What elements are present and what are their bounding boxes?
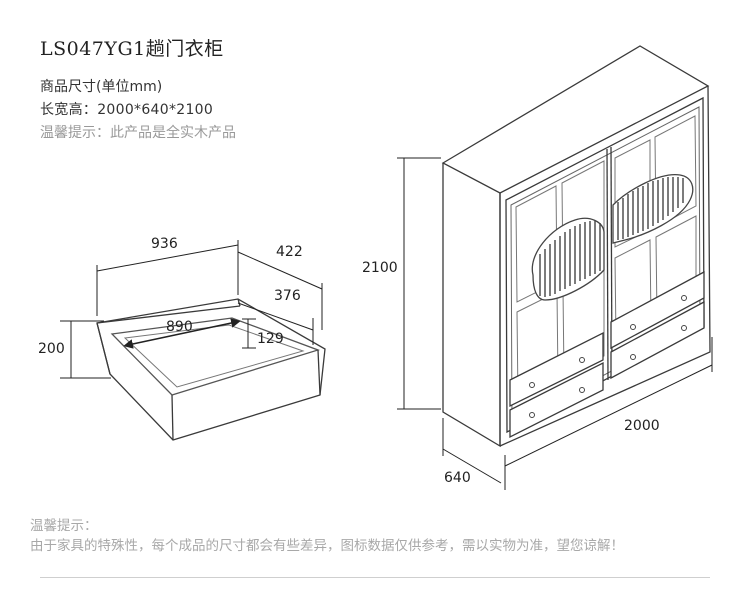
solid-wood-tip: 温馨提示：此产品是全实木产品	[40, 125, 236, 141]
dim-inner-width: 890	[166, 319, 193, 335]
dim-wardrobe-width: 2000	[624, 418, 660, 434]
drawer-diagram	[60, 240, 326, 441]
dim-inner-depth: 376	[274, 288, 301, 304]
dimensions-text: 长宽高：2000*640*2100	[40, 102, 214, 118]
dim-wardrobe-depth: 640	[444, 470, 471, 486]
dim-outer-width: 936	[151, 236, 178, 252]
divider	[40, 577, 710, 578]
page-title: LS047YG1趟门衣柜	[40, 38, 224, 60]
dim-wardrobe-height: 2100	[362, 260, 398, 276]
dim-inner-height: 129	[257, 331, 284, 347]
dim-drawer-height: 200	[38, 341, 65, 357]
dim-outer-depth: 422	[276, 244, 303, 260]
notice-body: 由于家具的特殊性，每个成品的尺寸都会有些差异，图标数据仅供参考，需以实物为准，望…	[30, 538, 624, 554]
drawer-knobs	[529, 295, 687, 418]
notice-heading: 温馨提示：	[30, 518, 98, 534]
wardrobe-grille	[539, 177, 684, 297]
size-unit-label: 商品尺寸(单位mm)	[40, 79, 163, 95]
